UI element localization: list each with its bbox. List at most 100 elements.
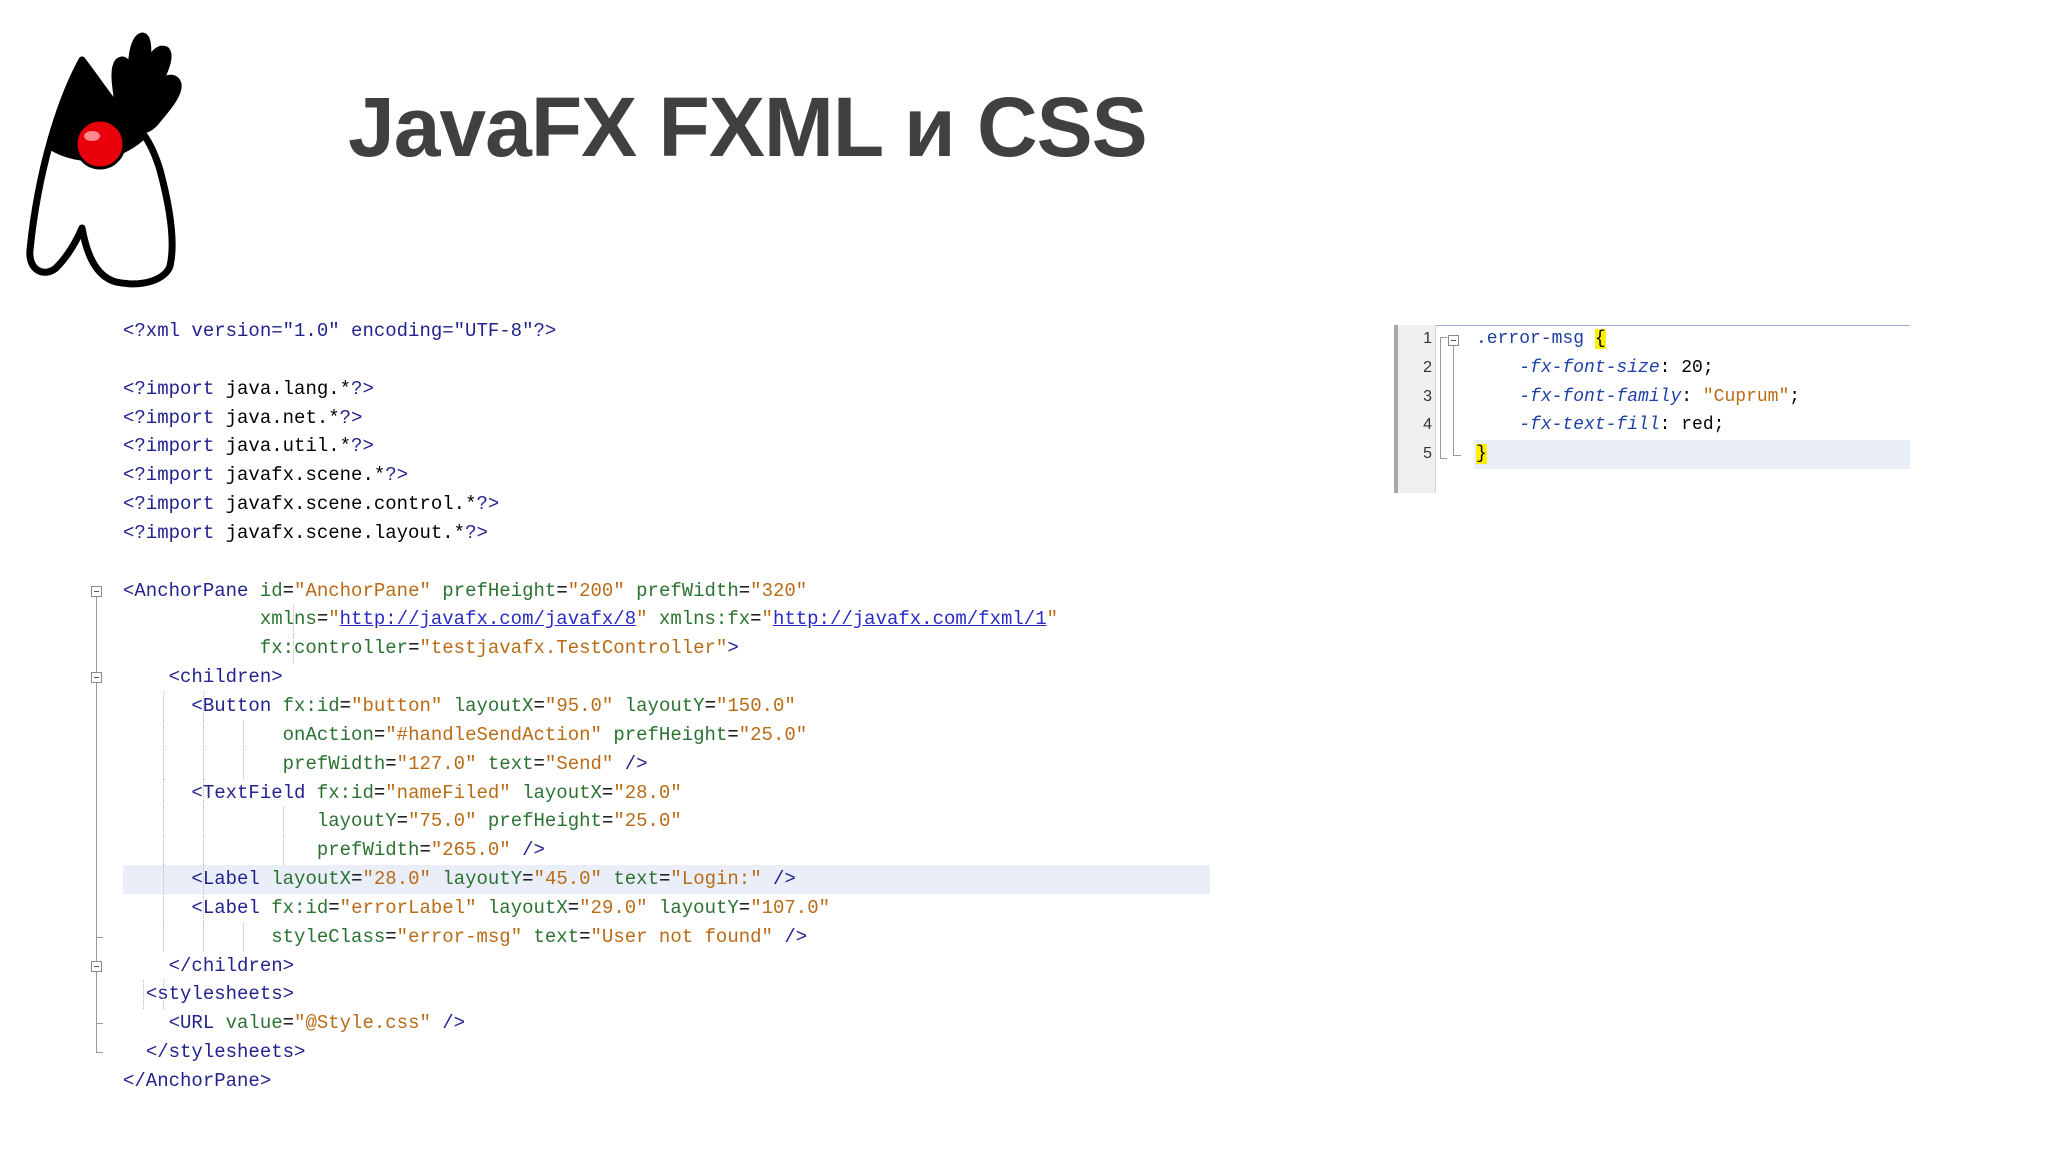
code-token: "25.0" <box>613 810 682 833</box>
code-token: "107.0" <box>750 896 831 919</box>
code-token: "error-msg" <box>396 925 523 948</box>
code-token: "button" <box>351 694 443 717</box>
code-token <box>123 1041 146 1063</box>
code-token: prefHeight <box>487 810 602 833</box>
code-token <box>123 608 260 630</box>
code-token <box>648 897 659 919</box>
code-token <box>123 695 191 717</box>
code-token: <?import <box>123 435 226 458</box>
code-token: <?import <box>123 521 226 544</box>
code-line: -fx-font-size: 20; <box>1394 354 1910 383</box>
code-link[interactable]: http://javafx.com/fxml/1 <box>772 608 1047 631</box>
code-token: ?> <box>351 435 374 458</box>
code-line: <?import javafx.scene.layout.*?> <box>123 519 1210 548</box>
collapse-icon[interactable] <box>91 960 102 972</box>
code-token <box>123 955 169 977</box>
code-line: <?import java.net.*?> <box>123 404 1210 433</box>
code-token: "AnchorPane" <box>294 579 431 602</box>
line-number: 4 <box>1423 416 1432 434</box>
code-token <box>123 839 317 861</box>
code-token: = <box>385 752 397 775</box>
code-token: /> <box>773 868 796 891</box>
code-token <box>773 926 784 948</box>
code-token: /> <box>442 1012 466 1035</box>
code-token: layoutY <box>624 694 705 717</box>
code-token: "28.0" <box>613 781 682 804</box>
code-token: = <box>556 579 568 602</box>
code-token <box>123 926 271 948</box>
code-token: <AnchorPane <box>123 579 260 602</box>
code-token: = <box>328 896 340 919</box>
fxml-code-panel: <?xml version="1.0" encoding="UTF-8"?> <… <box>76 317 1210 1105</box>
code-line: styleClass="error-msg" text="User not fo… <box>123 922 1210 952</box>
code-token: javafx.scene.layout.* <box>225 521 466 544</box>
code-line: <?xml version="1.0" encoding="UTF-8"?> <box>123 317 1210 346</box>
code-token: "25.0" <box>738 723 808 746</box>
code-token: = <box>750 608 762 631</box>
code-token: <Label <box>191 868 272 891</box>
line-number: 3 <box>1423 387 1432 405</box>
code-token: javafx.scene.control.* <box>225 493 477 516</box>
code-token: styleClass <box>271 925 386 948</box>
code-token <box>522 926 533 948</box>
code-line: <?import javafx.scene.*?> <box>123 461 1210 490</box>
code-line: <AnchorPane id="AnchorPane" prefHeight="… <box>123 577 1210 606</box>
code-token: value <box>225 1012 283 1035</box>
code-token: fx:controller <box>259 637 409 660</box>
java-duke-mascot-icon <box>26 32 182 288</box>
code-token: = <box>567 896 580 919</box>
code-token: ?> <box>476 493 500 516</box>
code-token: "265.0" <box>430 839 511 862</box>
code-line: .error-msg { <box>1394 325 1910 354</box>
code-token: "45.0" <box>533 868 602 891</box>
code-token: : red; <box>1659 415 1725 436</box>
code-token: "320" <box>750 579 808 602</box>
code-token: "29.0" <box>579 896 648 919</box>
code-line: <TextField fx:id="nameFiled" layoutX="28… <box>123 778 1210 808</box>
code-token <box>477 810 488 832</box>
code-token: java.util.* <box>225 435 352 458</box>
code-line <box>123 346 1210 375</box>
code-line <box>123 548 1210 577</box>
code-token <box>123 1012 169 1034</box>
code-line: xmlns="http://javafx.com/javafx/8" xmlns… <box>123 605 1210 635</box>
code-token: = <box>373 723 386 746</box>
code-token: "testjavafx.TestController" <box>419 637 728 660</box>
code-token: = <box>385 925 397 948</box>
code-token: layoutX <box>453 694 534 717</box>
code-token <box>431 868 442 890</box>
collapse-icon[interactable] <box>91 672 102 684</box>
code-token: = <box>408 637 420 660</box>
code-token: prefHeight <box>613 723 728 746</box>
code-line: layoutY="75.0" prefHeight="25.0" <box>123 807 1210 837</box>
code-token: fx:id <box>316 781 374 804</box>
code-token: = <box>351 868 363 891</box>
code-line: <children> <box>123 663 1210 692</box>
code-token <box>762 868 773 890</box>
code-link[interactable]: http://javafx.com/javafx/8 <box>339 608 637 631</box>
code-token <box>123 897 191 919</box>
collapse-icon[interactable] <box>1448 335 1459 346</box>
code-token: prefWidth <box>316 839 420 862</box>
code-token: "User not found" <box>590 925 773 948</box>
code-token: = <box>738 579 751 602</box>
code-token: fx:id <box>282 694 340 717</box>
code-line: -fx-font-family: "Cuprum"; <box>1394 383 1910 412</box>
code-token: ?> <box>465 521 488 544</box>
code-token: > <box>727 637 739 660</box>
code-token <box>123 868 191 890</box>
slide-title: JavaFX FXML и CSS <box>348 80 1148 174</box>
code-token: " <box>636 608 648 631</box>
code-token: <?import <box>123 493 226 516</box>
code-token <box>648 608 659 630</box>
code-token: = <box>601 810 614 833</box>
code-token: "28.0" <box>362 868 431 891</box>
code-token: javafx.scene.* <box>225 464 386 487</box>
code-token <box>511 782 522 804</box>
code-line: prefWidth="127.0" text="Send" /> <box>123 749 1210 779</box>
fold-gutter <box>96 596 97 1053</box>
collapse-icon[interactable] <box>91 585 102 597</box>
code-line: fx:controller="testjavafx.TestController… <box>123 634 1210 664</box>
